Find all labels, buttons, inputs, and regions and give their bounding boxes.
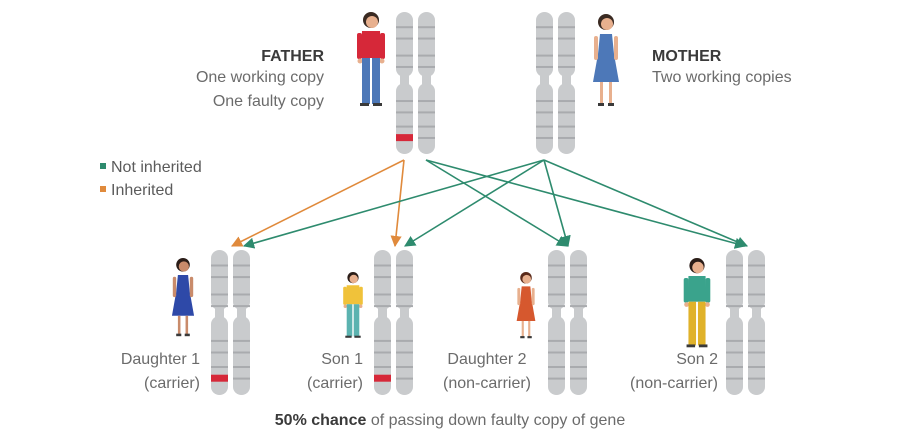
son-2-figure (683, 258, 711, 348)
child-2-chromosome-2 (396, 250, 413, 395)
child-4-chromosome-2 (748, 250, 765, 395)
father-figure (357, 12, 385, 106)
child-1-status: (carrier) (144, 375, 200, 392)
daughter-1-figure (171, 258, 195, 337)
child-2-status: (carrier) (307, 375, 363, 392)
father-title: FATHER (261, 48, 324, 65)
legend-not-inherited-label: Not inherited (111, 159, 202, 176)
inheritance-arrow-7 (543, 159, 571, 248)
son-1-figure (343, 272, 363, 338)
child-1-chromosome-2 (233, 250, 250, 395)
mother-title: MOTHER (652, 48, 722, 65)
father-line-1: One working copy (195, 69, 324, 86)
child-1-name: Daughter 1 (120, 351, 200, 368)
mother-line-1: Two working copies (652, 69, 792, 86)
child-4-status: (non-carrier) (629, 375, 718, 392)
child-3-name: Daughter 2 (447, 351, 527, 368)
legend-inherited: Inherited (100, 180, 173, 202)
child-3-chromosome-1 (548, 250, 565, 395)
child-3-chromosome-2 (570, 250, 587, 395)
mother-figure (593, 14, 619, 106)
inheritance-arrow-2 (390, 159, 405, 248)
child-2-name: Son 1 (321, 351, 363, 368)
mother-chromosome-1 (536, 12, 553, 154)
inheritance-arrow-4 (425, 159, 747, 249)
inheritance-arrow-8 (543, 159, 749, 248)
legend-not-inherited: Not inherited (100, 157, 202, 179)
inheritance-arrow-3 (425, 159, 568, 247)
inheritance-arrow-1 (230, 159, 405, 247)
inheritance-arrow-5 (242, 159, 545, 249)
child-1-chromosome-1 (211, 250, 228, 395)
father-line-2: One faulty copy (212, 93, 324, 110)
footer-rest: of passing down faulty copy of gene (366, 412, 626, 429)
daughter-2-figure (516, 272, 536, 339)
father-chromosome-2 (418, 12, 435, 154)
mother-chromosome-2 (558, 12, 575, 154)
footer-caption: 50% chance of passing down faulty copy o… (0, 412, 900, 430)
father-chromosome-1 (396, 12, 413, 154)
child-3-status: (non-carrier) (442, 375, 531, 392)
child-4-chromosome-1 (726, 250, 743, 395)
legend-swatch-green (100, 162, 106, 169)
inheritance-arrow-6 (404, 159, 545, 247)
legend-swatch-orange (100, 185, 106, 192)
legend-inherited-label: Inherited (111, 182, 174, 199)
footer-emphasis: 50% chance (274, 412, 367, 429)
child-4-name: Son 2 (676, 351, 718, 368)
child-2-chromosome-1 (374, 250, 391, 395)
